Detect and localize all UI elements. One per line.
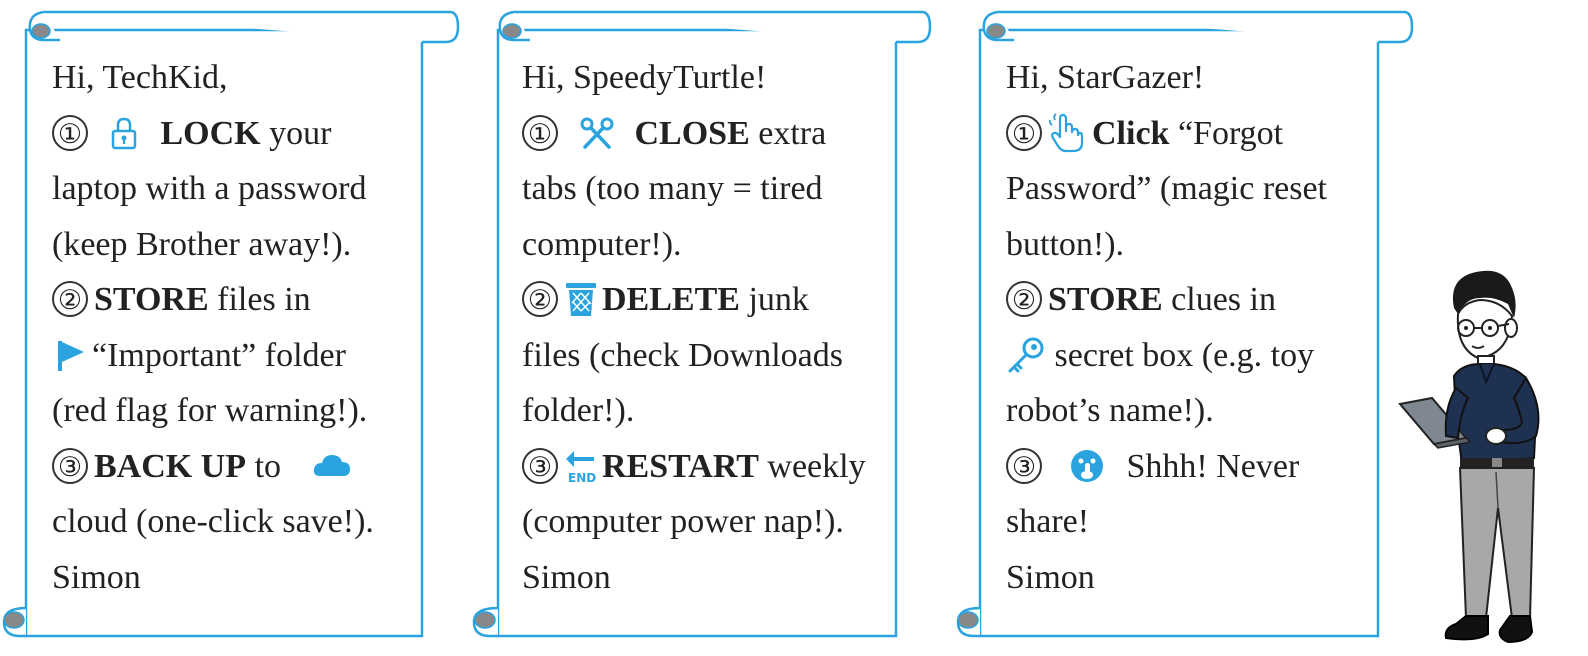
trash-icon xyxy=(564,280,598,318)
step-text: Shhh! Never xyxy=(1126,447,1300,485)
step-keyword: STORE xyxy=(94,281,209,318)
signature: Simon xyxy=(52,558,141,596)
step-number: ③ xyxy=(52,447,88,484)
lock-icon xyxy=(109,116,139,150)
step-number: ① xyxy=(52,114,88,151)
step-number: ② xyxy=(522,281,558,318)
scroll-frame xyxy=(472,10,932,638)
signature: Simon xyxy=(1006,558,1095,596)
note-card-speedyturtle: Hi, SpeedyTurtle! ① CLOSE extra tabs (to… xyxy=(470,0,940,656)
shush-face-icon xyxy=(1069,448,1105,484)
step-keyword: LOCK xyxy=(160,114,261,152)
step-number: ① xyxy=(1006,114,1042,151)
key-icon xyxy=(1006,335,1046,375)
step-keyword: BACK UP xyxy=(94,447,247,485)
greeting: Hi, SpeedyTurtle! xyxy=(522,59,767,96)
step-number: ③ xyxy=(522,447,558,484)
step-keyword: DELETE xyxy=(602,281,740,318)
note-card-techkid: Hi, TechKid, ① LOCK your laptop with a p… xyxy=(0,0,470,656)
cloud-icon xyxy=(312,452,352,480)
note-card-stargazer: Hi, StarGazer! ① Click “Forgot Password”… xyxy=(954,0,1424,656)
scroll-frame xyxy=(956,10,1414,638)
step-keyword: Click xyxy=(1092,114,1170,152)
step-number: ② xyxy=(1006,281,1042,318)
greeting: Hi, StarGazer! xyxy=(1006,59,1205,96)
boy-with-laptop-illustration xyxy=(1398,270,1540,644)
pointer-hand-icon xyxy=(1048,112,1084,153)
scroll-frame xyxy=(2,10,460,638)
step-number: ② xyxy=(52,281,88,318)
step-number: ① xyxy=(522,114,558,151)
step-keyword: RESTART xyxy=(602,447,759,485)
greeting: Hi, TechKid, xyxy=(52,59,228,96)
step-keyword: STORE xyxy=(1048,281,1163,318)
svg-text:END: END xyxy=(568,471,596,485)
step-number: ③ xyxy=(1006,447,1042,484)
signature: Simon xyxy=(522,558,611,596)
step-keyword: CLOSE xyxy=(634,114,750,152)
scissors-icon xyxy=(579,116,615,150)
flag-icon xyxy=(52,338,86,372)
restart-end-icon: END xyxy=(564,447,598,485)
